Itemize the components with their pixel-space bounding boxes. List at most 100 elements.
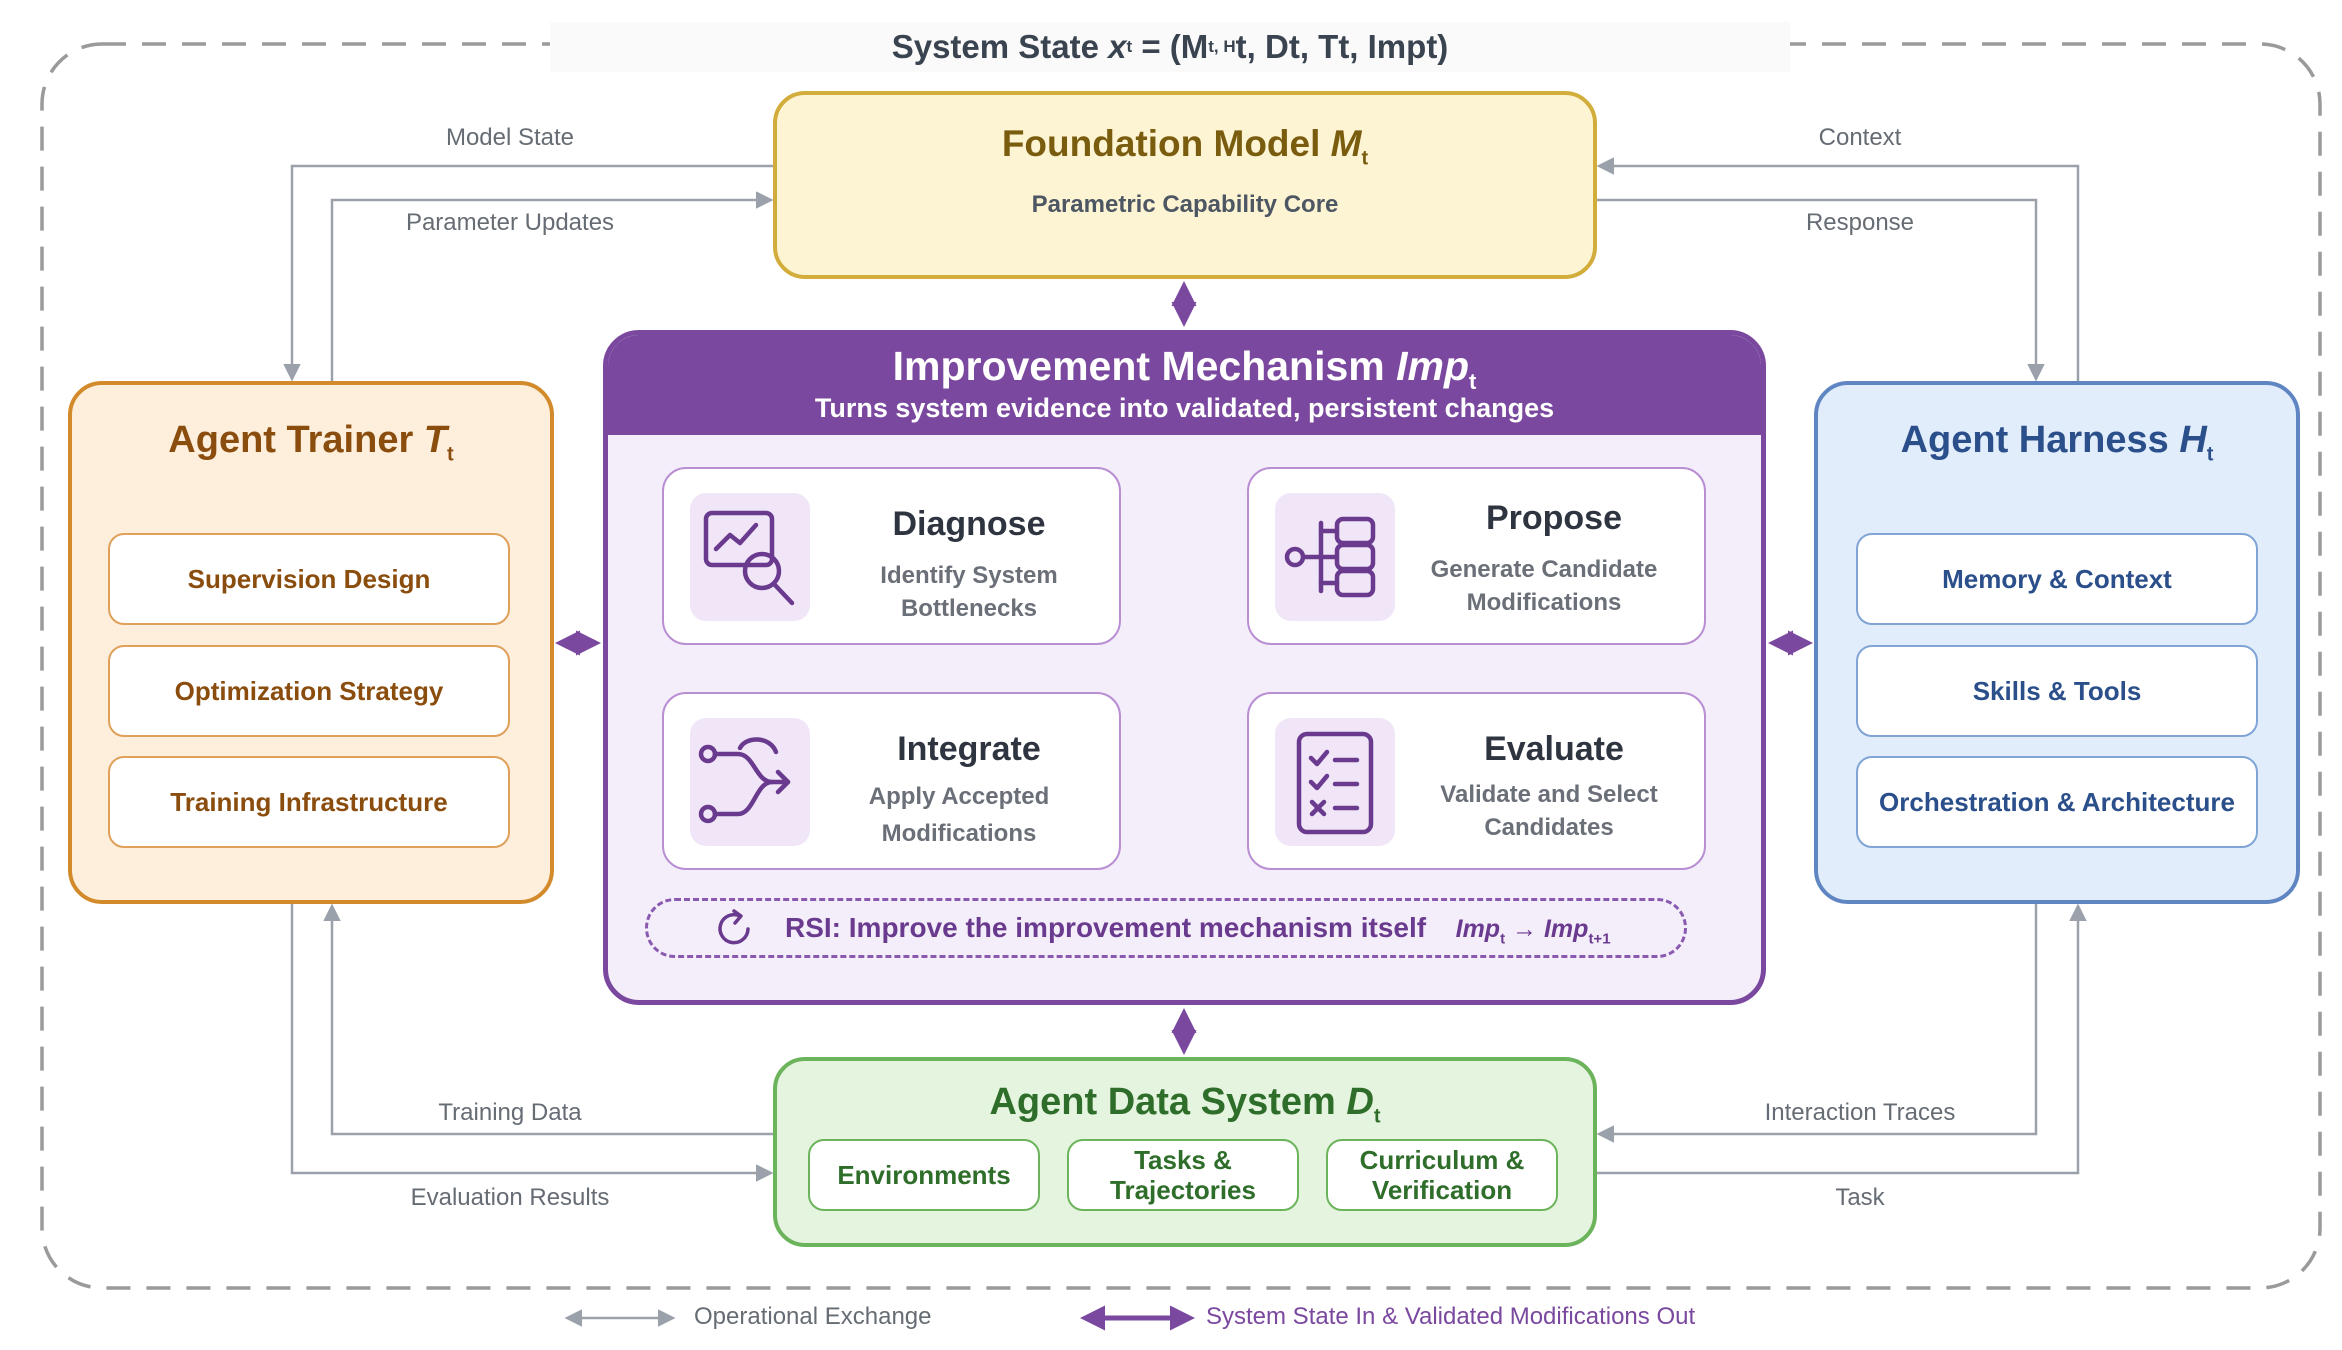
ah-title-text: Agent Harness (1900, 419, 2180, 461)
ds-sub: t (1373, 1105, 1381, 1128)
ds-item-tasks-line2: Trajectories (1110, 1175, 1256, 1205)
im-symbol: Imp (1396, 343, 1470, 389)
state-part-2: t, H (1208, 37, 1236, 56)
fm-title-text: Foundation Model (1001, 123, 1331, 164)
state-sub: t (1126, 37, 1133, 56)
evaluate-desc-line2: Candidates (1484, 814, 1614, 841)
ah-sub: t (2206, 443, 2214, 466)
model-state-arrow (283, 164, 773, 382)
ds-item-curriculum-verification: Curriculum & Verification (1326, 1139, 1558, 1211)
trainer-item-training-infrastructure: Training Infrastructure (108, 756, 510, 848)
rsi-to-sub: t+1 (1588, 930, 1611, 948)
im-sub: t (1469, 369, 1477, 395)
ds-item-environments-line1: Environments (837, 1160, 1011, 1190)
propose-title: Propose (1485, 499, 1623, 537)
integrate-desc-line2: Modifications (881, 820, 1037, 847)
ds-item-tasks-line1: Tasks & (1134, 1145, 1232, 1175)
system-state-label: System State (891, 28, 1109, 65)
ds-item-curriculum-line2: Verification (1371, 1175, 1513, 1205)
label-model-state: Model State (445, 124, 575, 151)
trainer-item-optimization-strategy: Optimization Strategy (108, 645, 510, 737)
foundation-model-box: Foundation Model Mt Parametric Capabilit… (773, 91, 1597, 279)
tr-title-text: Agent Trainer (168, 419, 424, 461)
rsi-label: RSI: Improve the improvement mechanism i… (785, 912, 1427, 943)
response-arrow (1597, 198, 2045, 382)
propose-desc-line2: Modifications (1466, 589, 1622, 616)
step-diagnose: Diagnose Identify System Bottlenecks (662, 467, 1121, 645)
rsi-from: Imp (1455, 915, 1501, 943)
rsi-to: Imp (1543, 915, 1589, 943)
ah-symbol: H (2179, 419, 2207, 461)
rsi-arrow: → (1505, 915, 1544, 943)
improvement-header: Improvement Mechanism Impt Turns system … (608, 335, 1761, 435)
evaluate-title: Evaluate (1484, 730, 1624, 768)
improvement-subtitle: Turns system evidence into validated, pe… (814, 393, 1555, 423)
diagnose-title: Diagnose (892, 505, 1046, 543)
label-response: Response (1805, 209, 1915, 236)
ds-symbol: D (1346, 1081, 1374, 1123)
system-boundary (40, 42, 2322, 1290)
label-evaluation-results: Evaluation Results (410, 1184, 610, 1211)
harness-item-memory-context: Memory & Context (1856, 533, 2258, 625)
propose-desc-line1: Generate Candidate (1430, 556, 1658, 583)
agent-data-system-title: Agent Data System Dt (777, 1081, 1593, 1129)
diagnose-icon (690, 493, 810, 621)
tr-symbol: T (423, 419, 448, 461)
task-arrow (1597, 903, 2087, 1175)
rsi-loop-box (645, 898, 1687, 958)
trainer-item-supervision-design: Supervision Design (108, 533, 510, 625)
evaluation-results-arrow (290, 904, 774, 1182)
harness-item-orchestration-architecture: Orchestration & Architecture (1856, 756, 2258, 848)
legend-operational-exchange: Operational Exchange (694, 1303, 932, 1330)
refresh-icon (718, 909, 750, 945)
evaluate-icon (1275, 718, 1395, 846)
label-training-data: Training Data (438, 1099, 582, 1126)
label-parameter-updates: Parameter Updates (405, 209, 615, 236)
state-var: x (1108, 28, 1127, 65)
propose-icon (1275, 493, 1395, 621)
step-propose: Propose Generate Candidate Modifications (1247, 467, 1706, 645)
legend-state-modifications: System State In & Validated Modification… (1206, 1303, 1696, 1330)
state-part-5: t, Imp (1338, 28, 1427, 65)
parameter-updates-arrow (330, 191, 774, 381)
integrate-desc-line1: Apply Accepted (868, 783, 1050, 810)
rsi-from-sub: t (1500, 930, 1506, 948)
improvement-mechanism-box: Improvement Mechanism Impt Turns system … (603, 330, 1766, 1005)
ds-item-environments: Environments (808, 1139, 1040, 1211)
label-context: Context (1818, 124, 1902, 151)
im-title-text: Improvement Mechanism (892, 343, 1397, 389)
evaluate-desc: Validate and Select Candidates (1409, 778, 1689, 844)
training-data-arrow (323, 903, 773, 1136)
improvement-title: Improvement Mechanism Impt (608, 343, 1761, 395)
harness-item-skills-tools: Skills & Tools (1856, 645, 2258, 737)
state-part-6: t) (1426, 28, 1449, 65)
diagnose-desc-line2: Bottlenecks (900, 595, 1038, 622)
integrate-title: Integrate (897, 730, 1041, 768)
context-arrow (1596, 157, 2080, 381)
fm-sub: t (1361, 147, 1369, 170)
rsi-text: RSI: Improve the improvement mechanism i… (785, 912, 1611, 948)
foundation-model-subtitle: Parametric Capability Core (1031, 191, 1339, 218)
label-interaction-traces: Interaction Traces (1764, 1099, 1956, 1126)
fm-symbol: M (1330, 123, 1362, 164)
step-integrate: Integrate Apply Accepted Modifications (662, 692, 1121, 870)
interaction-traces-arrow (1596, 904, 2038, 1143)
step-evaluate: Evaluate Validate and Select Candidates (1247, 692, 1706, 870)
agent-trainer-title: Agent Trainer Tt (72, 419, 550, 467)
propose-desc: Generate Candidate Modifications (1399, 553, 1689, 619)
diagnose-desc: Identify System Bottlenecks (834, 559, 1104, 625)
foundation-model-title: Foundation Model Mt (777, 123, 1593, 170)
ds-item-tasks-trajectories: Tasks & Trajectories (1067, 1139, 1299, 1211)
label-task: Task (1835, 1184, 1885, 1211)
ds-item-curriculum-line1: Curriculum & (1359, 1145, 1525, 1175)
state-part-4: t, T (1288, 28, 1339, 65)
evaluate-desc-line1: Validate and Select (1440, 781, 1658, 808)
tr-sub: t (447, 443, 454, 466)
state-part-3: t, D (1235, 28, 1289, 65)
diagnose-desc-line1: Identify System (880, 562, 1058, 589)
state-part-1: = (M (1132, 28, 1209, 65)
ds-title-text: Agent Data System (989, 1081, 1347, 1123)
integrate-icon (690, 718, 810, 846)
integrate-desc: Apply Accepted Modifications (824, 778, 1094, 852)
